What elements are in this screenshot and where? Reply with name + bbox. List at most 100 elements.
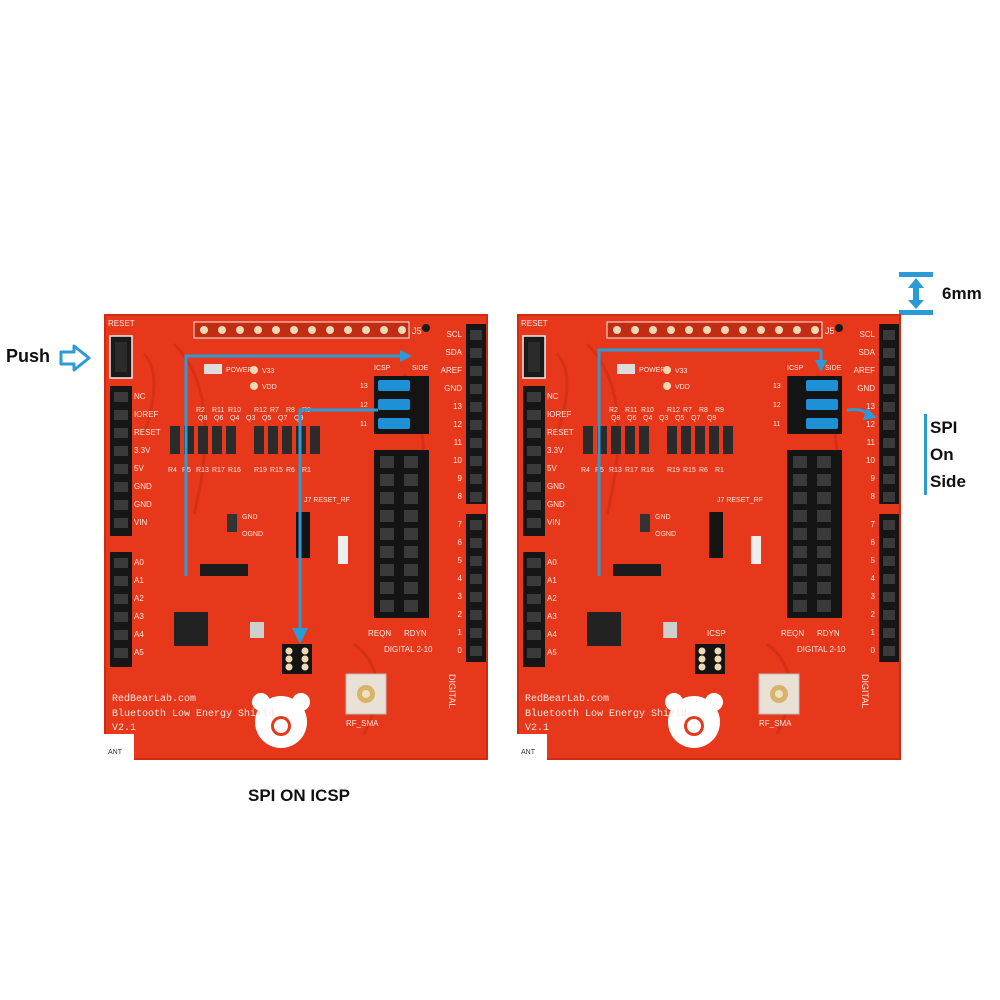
resistor-label: R19	[254, 467, 267, 474]
transistor-label: Q4	[643, 415, 652, 422]
j5-text: J5	[412, 326, 422, 336]
right-pin-label: SCL	[859, 330, 875, 339]
right-pin-label: 2	[871, 610, 876, 619]
power-text: POWER	[226, 367, 252, 374]
right-pin-label: 13	[866, 402, 875, 411]
left-pin-label: 5V	[547, 464, 557, 473]
resistor-label: R1	[302, 467, 311, 474]
right-pin-label: 0	[871, 646, 876, 655]
resistor-label: R11	[625, 407, 637, 414]
version-text: V2.1	[525, 723, 549, 734]
spi-side-line-3: Side	[930, 472, 966, 491]
brand-text: RedBearLab.com	[112, 693, 196, 705]
right-pin-label: 7	[871, 520, 876, 529]
resistor-label: R12	[667, 407, 680, 414]
analog-pin-label: A4	[134, 630, 144, 639]
resistor-label: R8	[699, 407, 708, 414]
left-pin-label: GND	[134, 482, 152, 491]
jumper-number: 12	[360, 402, 368, 409]
left-pin-label: RESET	[134, 428, 161, 437]
ogno-text: OGND	[655, 531, 676, 538]
transistor-label: Q9	[707, 415, 716, 422]
gnd-text: GND	[655, 514, 671, 521]
pcb-drawing: RESET J5 NC IOREF RESET 3.3V 5V GND GND …	[517, 319, 899, 760]
spi-route-arrows	[184, 354, 404, 630]
resistor-label: R11	[212, 407, 224, 414]
reset-text: RESET	[521, 319, 548, 328]
right-pin-label: SDA	[446, 348, 463, 357]
resistor-label: R6	[286, 467, 295, 474]
resistor-label: R6	[699, 467, 708, 474]
right-pin-label: 0	[458, 646, 463, 655]
caption-spi-on-icsp: SPI ON ICSP	[248, 786, 351, 805]
right-pin-label: 2	[458, 610, 463, 619]
resistor-label: R2	[609, 407, 618, 414]
nrf8001-chip	[174, 612, 208, 646]
digital-text: DIGITAL	[860, 674, 870, 708]
rdyn-text: RDYN	[817, 629, 840, 638]
right-pin-label: 8	[458, 492, 463, 501]
push-arrow-icon	[59, 344, 91, 372]
right-pin-label: 9	[458, 474, 463, 483]
right-pin-label: AREF	[441, 366, 462, 375]
j5-text: J5	[825, 326, 835, 336]
analog-pin-label: A2	[134, 594, 144, 603]
version-text: V2.1	[112, 723, 136, 734]
transistor-label: Q8	[198, 415, 207, 422]
ant-text: ANT	[521, 749, 536, 756]
analog-pin-label: A2	[547, 594, 557, 603]
left-pin-label: VIN	[547, 518, 561, 527]
transistor-label: Q7	[278, 415, 287, 422]
jumper-number: 11	[773, 421, 780, 428]
left-pin-label: GND	[134, 500, 152, 509]
left-pin-label: GND	[547, 500, 565, 509]
vdd-text: VDD	[675, 384, 690, 391]
resistor-label: R10	[228, 407, 241, 414]
right-pin-label: 10	[866, 456, 875, 465]
resistor-label: R2	[196, 407, 205, 414]
analog-pin-label: A5	[134, 648, 144, 657]
analog-pin-label: A5	[547, 648, 557, 657]
side-text: SIDE	[412, 365, 429, 372]
left-pin-label: 5V	[134, 464, 144, 473]
transistor-label: Q4	[230, 415, 239, 422]
left-pin-label: GND	[547, 482, 565, 491]
side-text: SIDE	[825, 365, 842, 372]
resistor-label: R1	[715, 467, 724, 474]
left-pin-label: IOREF	[547, 410, 572, 419]
ant-text: ANT	[108, 749, 123, 756]
analog-pin-label: A3	[547, 612, 557, 621]
right-pin-label: 9	[871, 474, 876, 483]
right-pin-label: 3	[871, 592, 876, 601]
j7-text: J7 RESET_RF	[304, 497, 350, 504]
push-label: Push	[6, 346, 51, 366]
bear-logo-icon	[252, 693, 310, 748]
power-text: POWER	[639, 367, 665, 374]
analog-pin-label: A0	[134, 558, 144, 567]
product-text: Bluetooth Low Energy Shield	[112, 708, 274, 720]
reset-text: RESET	[108, 319, 135, 328]
resistor-label: R17	[212, 467, 225, 474]
left-pin-label: IOREF	[134, 410, 159, 419]
right-pin-label: AREF	[854, 366, 875, 375]
transistor-label: Q6	[627, 415, 636, 422]
rdyn-text: RDYN	[404, 629, 427, 638]
left-pin-label: NC	[547, 392, 559, 401]
thickness-label: 6mm	[942, 284, 982, 303]
right-pin-label: 11	[454, 438, 463, 447]
bear-logo-icon	[665, 693, 723, 748]
analog-pin-label: A1	[547, 576, 557, 585]
j7-text: J7 RESET_RF	[717, 497, 763, 504]
pcb-drawing: RESET J5 NC IOREF RESET 3.3V 5V GND GND …	[104, 319, 486, 760]
right-pin-label: 12	[453, 420, 462, 429]
right-pin-label: 10	[453, 456, 462, 465]
right-pin-label: 1	[871, 628, 876, 637]
resistor-label: R16	[228, 467, 241, 474]
spi-on-side-label: SPI On Side	[924, 414, 966, 495]
jumper-number: 13	[773, 383, 781, 390]
digital-range-text: DIGITAL 2-10	[797, 645, 846, 654]
resistor-label: R4	[581, 467, 590, 474]
analog-pin-label: A4	[547, 630, 557, 639]
right-pin-label: 12	[866, 420, 875, 429]
resistor-label: R12	[254, 407, 267, 414]
